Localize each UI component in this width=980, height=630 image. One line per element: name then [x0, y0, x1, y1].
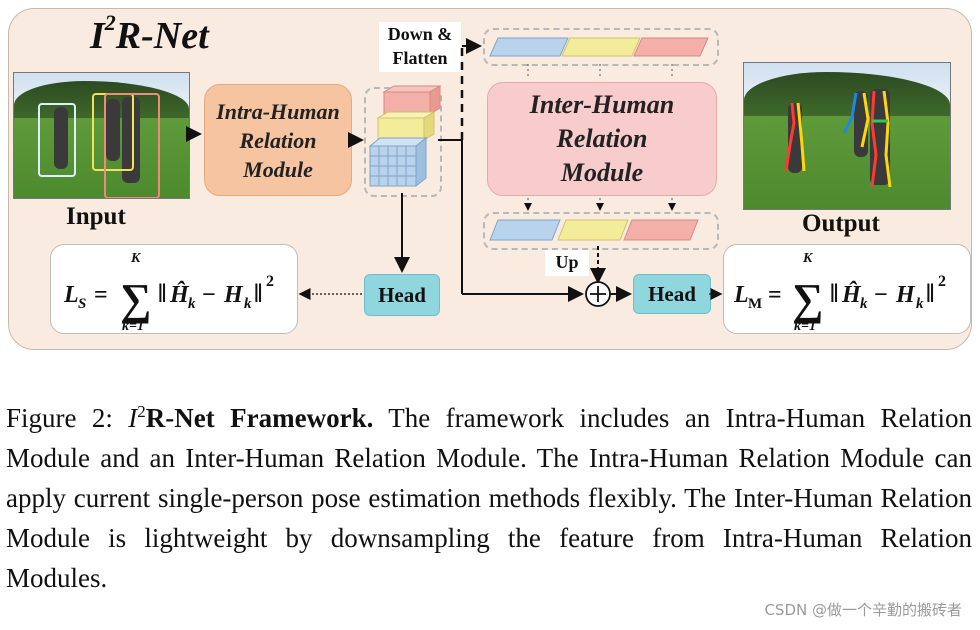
svg-text:∑: ∑	[792, 275, 823, 324]
token-strip-top	[489, 37, 709, 57]
head-left: Head	[364, 274, 440, 316]
caption-title-i: I	[128, 403, 138, 433]
flattened-tokens-bottom	[483, 212, 719, 250]
loss-m-formula: L M = ∑ K k=1 ‖ Ĥ k − H k ‖ 2	[733, 251, 946, 334]
caption-title: R-Net Framework.	[145, 403, 374, 433]
loss-s-formula: L S = ∑ K k=1 ‖ Ĥ k − H k ‖ 2	[63, 251, 274, 334]
svg-text:‖: ‖	[158, 279, 166, 308]
svg-text:H: H	[895, 282, 916, 308]
bounding-box-1	[38, 103, 76, 177]
network-title: I2R-Net	[90, 10, 209, 57]
svg-text:L: L	[63, 282, 79, 308]
svg-text:H: H	[223, 282, 244, 308]
svg-text:k=1: k=1	[794, 319, 816, 334]
feature-cube-yellow	[376, 111, 436, 141]
svg-text:‖: ‖	[254, 279, 262, 308]
token-strip-bottom	[489, 219, 699, 241]
flattened-tokens-top	[483, 28, 719, 66]
caption-title-sup: 2	[137, 402, 146, 421]
feature-cube-red	[382, 85, 442, 115]
svg-text:−: −	[202, 282, 216, 308]
watermark: CSDN @做一个辛勤的搬砖者	[764, 601, 962, 619]
svg-text:−: −	[874, 282, 888, 308]
svg-text:K: K	[130, 251, 142, 266]
feature-cube-blue	[368, 136, 428, 188]
caption-figure-number: Figure 2:	[6, 403, 113, 433]
svg-text:L: L	[733, 282, 749, 308]
svg-text:M: M	[748, 296, 762, 312]
svg-text:∑: ∑	[120, 275, 151, 324]
svg-text:2: 2	[266, 273, 274, 290]
caption-body: The framework includes an Intra-Human Re…	[6, 403, 972, 593]
output-image	[743, 62, 951, 210]
svg-text:k: k	[916, 296, 924, 312]
loss-s-box	[50, 244, 298, 334]
svg-text:k=1: k=1	[122, 319, 144, 334]
svg-text:2: 2	[938, 273, 946, 290]
svg-text:k: k	[860, 296, 868, 312]
svg-text:S: S	[78, 296, 86, 312]
svg-text:k: k	[244, 296, 252, 312]
svg-text:‖: ‖	[926, 279, 934, 308]
input-image	[13, 72, 190, 199]
pose-skeletons	[784, 90, 892, 188]
svg-text:=: =	[768, 282, 782, 308]
svg-text:K: K	[802, 251, 814, 266]
add-operator-icon	[585, 281, 611, 307]
figure-caption: Figure 2: I2R-Net Framework. The framewo…	[6, 392, 972, 598]
svg-text:‖: ‖	[830, 279, 838, 308]
diagram-connections: L S = ∑ K k=1 ‖ Ĥ k − H k ‖ 2 L M = ∑ K …	[63, 37, 946, 334]
loss-m-box	[723, 244, 971, 334]
down-flatten-label: Down &Flatten	[379, 22, 461, 72]
up-label: Up	[545, 250, 589, 276]
svg-text:Ĥ: Ĥ	[841, 281, 862, 308]
input-label: Input	[66, 203, 126, 230]
output-label: Output	[802, 210, 880, 237]
svg-text:Ĥ: Ĥ	[169, 281, 190, 308]
svg-text:=: =	[94, 282, 108, 308]
svg-text:k: k	[188, 296, 196, 312]
bounding-box-3	[104, 93, 160, 198]
head-right: Head	[633, 274, 711, 314]
